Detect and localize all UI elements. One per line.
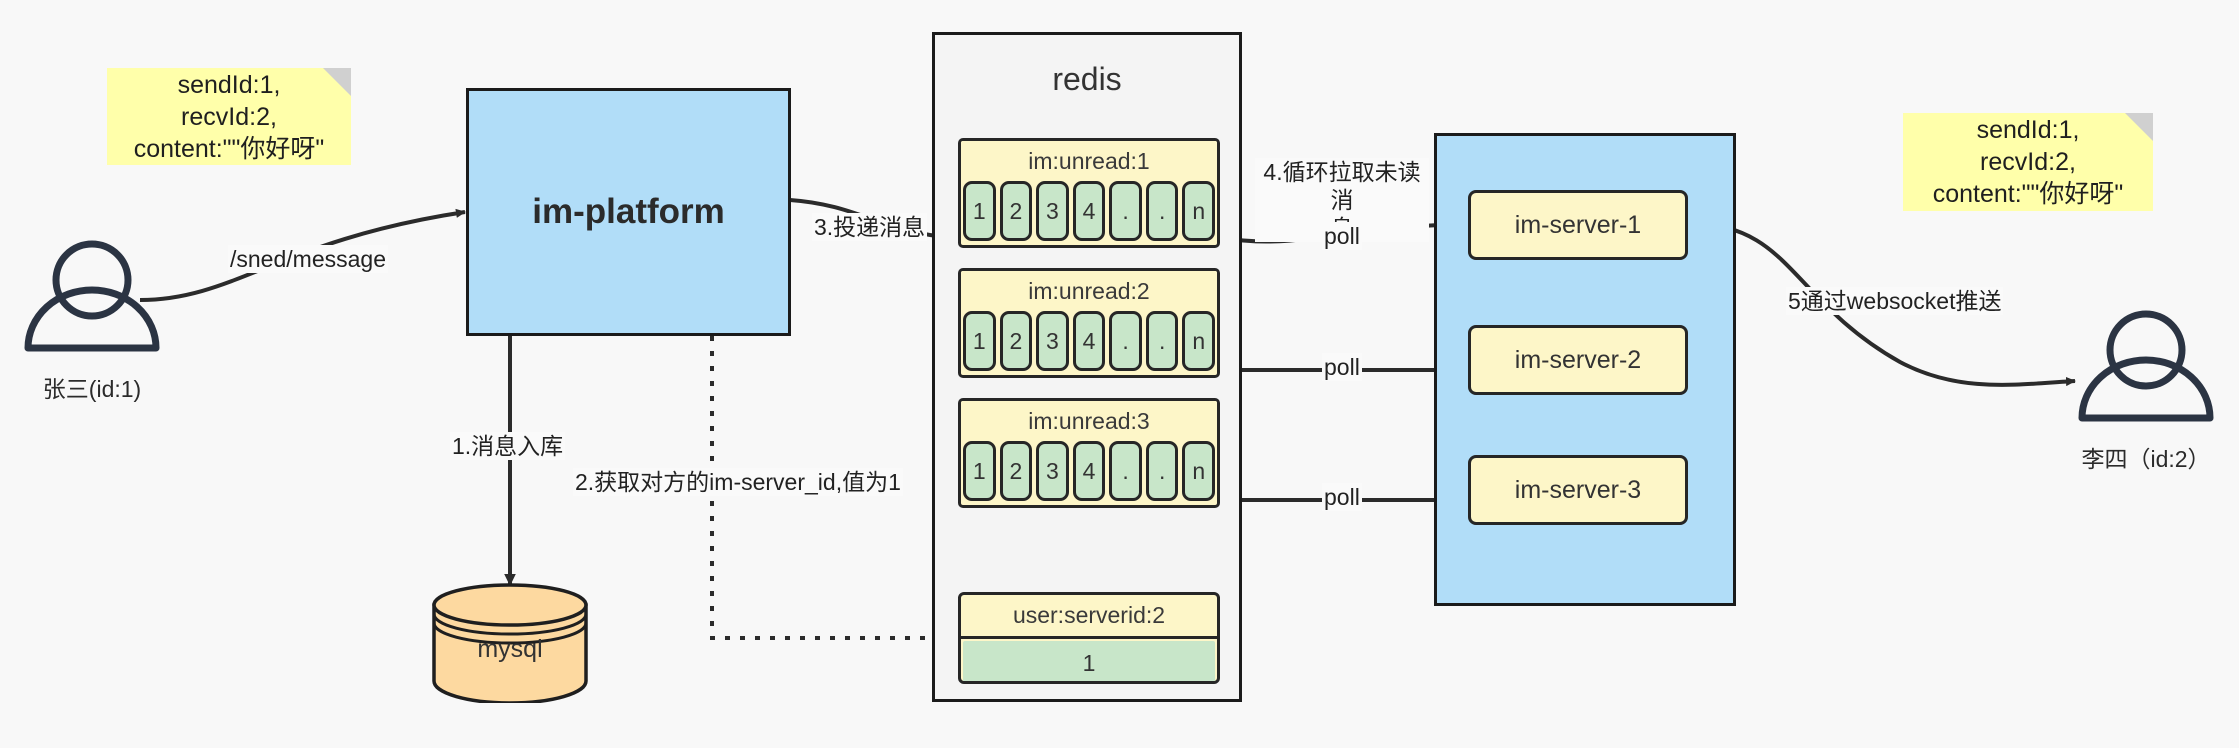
im-server-2-label: im-server-2 — [1514, 345, 1642, 374]
queue-cell: 3 — [1036, 441, 1069, 501]
sender-caption: 张三(id:1) — [42, 376, 142, 402]
note-fold-corner-icon — [2125, 113, 2153, 141]
redis-queue-1-key: im:unread:2 — [961, 271, 1217, 311]
redis-queue-0-cells: 1 2 3 4 . . n — [961, 181, 1217, 243]
edge-label-step2: 2.获取对方的im-server_id,值为1 — [573, 468, 903, 497]
queue-cell: . — [1109, 181, 1142, 241]
queue-cell: n — [1182, 181, 1216, 241]
sticky-note-left[interactable]: sendId:1, recvId:2, content:""你好呀" — [107, 68, 351, 165]
im-platform-label: im-platform — [532, 192, 725, 231]
sticky-note-right[interactable]: sendId:1, recvId:2, content:""你好呀" — [1903, 113, 2153, 211]
im-platform-box[interactable]: im-platform — [466, 88, 791, 336]
im-server-3-box[interactable]: im-server-3 — [1468, 455, 1688, 525]
redis-queue-0[interactable]: im:unread:1 1 2 3 4 . . n — [958, 138, 1220, 248]
person-icon-sender — [24, 240, 160, 352]
mysql-database[interactable]: mysql — [430, 583, 590, 705]
person-icon-receiver — [2078, 310, 2214, 422]
queue-cell: 1 — [963, 441, 996, 501]
receiver-caption: 李四（id:2） — [2081, 446, 2211, 472]
im-server-1-box[interactable]: im-server-1 — [1468, 190, 1688, 260]
redis-queue-2-cells: 1 2 3 4 . . n — [961, 441, 1217, 503]
queue-cell: . — [1145, 441, 1179, 501]
redis-kv-user-serverid[interactable]: user:serverid:2 1 — [958, 592, 1220, 684]
edge-redis-kv-to-platform — [706, 311, 955, 640]
queue-cell: n — [1182, 441, 1216, 501]
queue-cell: . — [1145, 311, 1179, 371]
queue-cell: n — [1182, 311, 1216, 371]
redis-kv-value: 1 — [963, 641, 1215, 681]
edge-label-step5: 5通过websocket推送 — [1786, 287, 2004, 316]
edge-label-send-message: /sned/message — [228, 245, 388, 274]
queue-cell: 4 — [1072, 441, 1106, 501]
edge-label-poll-3: poll — [1322, 483, 1362, 512]
queue-cell: . — [1109, 441, 1142, 501]
queue-cell: . — [1145, 181, 1179, 241]
edge-label-poll-2: poll — [1322, 353, 1362, 382]
queue-cell: 3 — [1036, 181, 1069, 241]
redis-queue-0-key: im:unread:1 — [961, 141, 1217, 181]
redis-title: redis — [1052, 61, 1122, 97]
queue-cell: 4 — [1072, 311, 1106, 371]
queue-cell: . — [1109, 311, 1142, 371]
edge-server1-to-receiver — [1687, 221, 2076, 387]
database-cylinder-icon — [432, 583, 588, 705]
redis-queue-2[interactable]: im:unread:3 1 2 3 4 . . n — [958, 398, 1220, 508]
sticky-note-right-text: sendId:1, recvId:2, content:""你好呀" — [1932, 116, 2124, 208]
redis-queue-1[interactable]: im:unread:2 1 2 3 4 . . n — [958, 268, 1220, 378]
queue-cell: 4 — [1072, 181, 1106, 241]
queue-cell: 2 — [999, 181, 1033, 241]
note-fold-corner-icon — [323, 68, 351, 96]
edge-label-step1: 1.消息入库 — [450, 432, 566, 461]
redis-queue-2-key: im:unread:3 — [961, 401, 1217, 441]
mysql-label: mysql — [477, 635, 543, 663]
queue-cell: 1 — [963, 181, 996, 241]
sticky-note-left-text: sendId:1, recvId:2, content:""你好呀" — [133, 70, 325, 163]
redis-queue-1-cells: 1 2 3 4 . . n — [961, 311, 1217, 373]
queue-cell: 3 — [1036, 311, 1069, 371]
im-server-3-label: im-server-3 — [1514, 475, 1642, 504]
queue-cell: 2 — [999, 441, 1033, 501]
redis-kv-key: user:serverid:2 — [961, 595, 1217, 639]
edge-label-step3: 3.投递消息 — [812, 213, 928, 242]
queue-cell: 2 — [999, 311, 1033, 371]
im-server-1-label: im-server-1 — [1514, 210, 1642, 239]
edge-label-poll-1: poll — [1322, 222, 1362, 251]
im-server-2-box[interactable]: im-server-2 — [1468, 325, 1688, 395]
queue-cell: 1 — [963, 311, 996, 371]
edge-label-step4: 4.循环拉取未读消 息 — [1255, 158, 1429, 243]
